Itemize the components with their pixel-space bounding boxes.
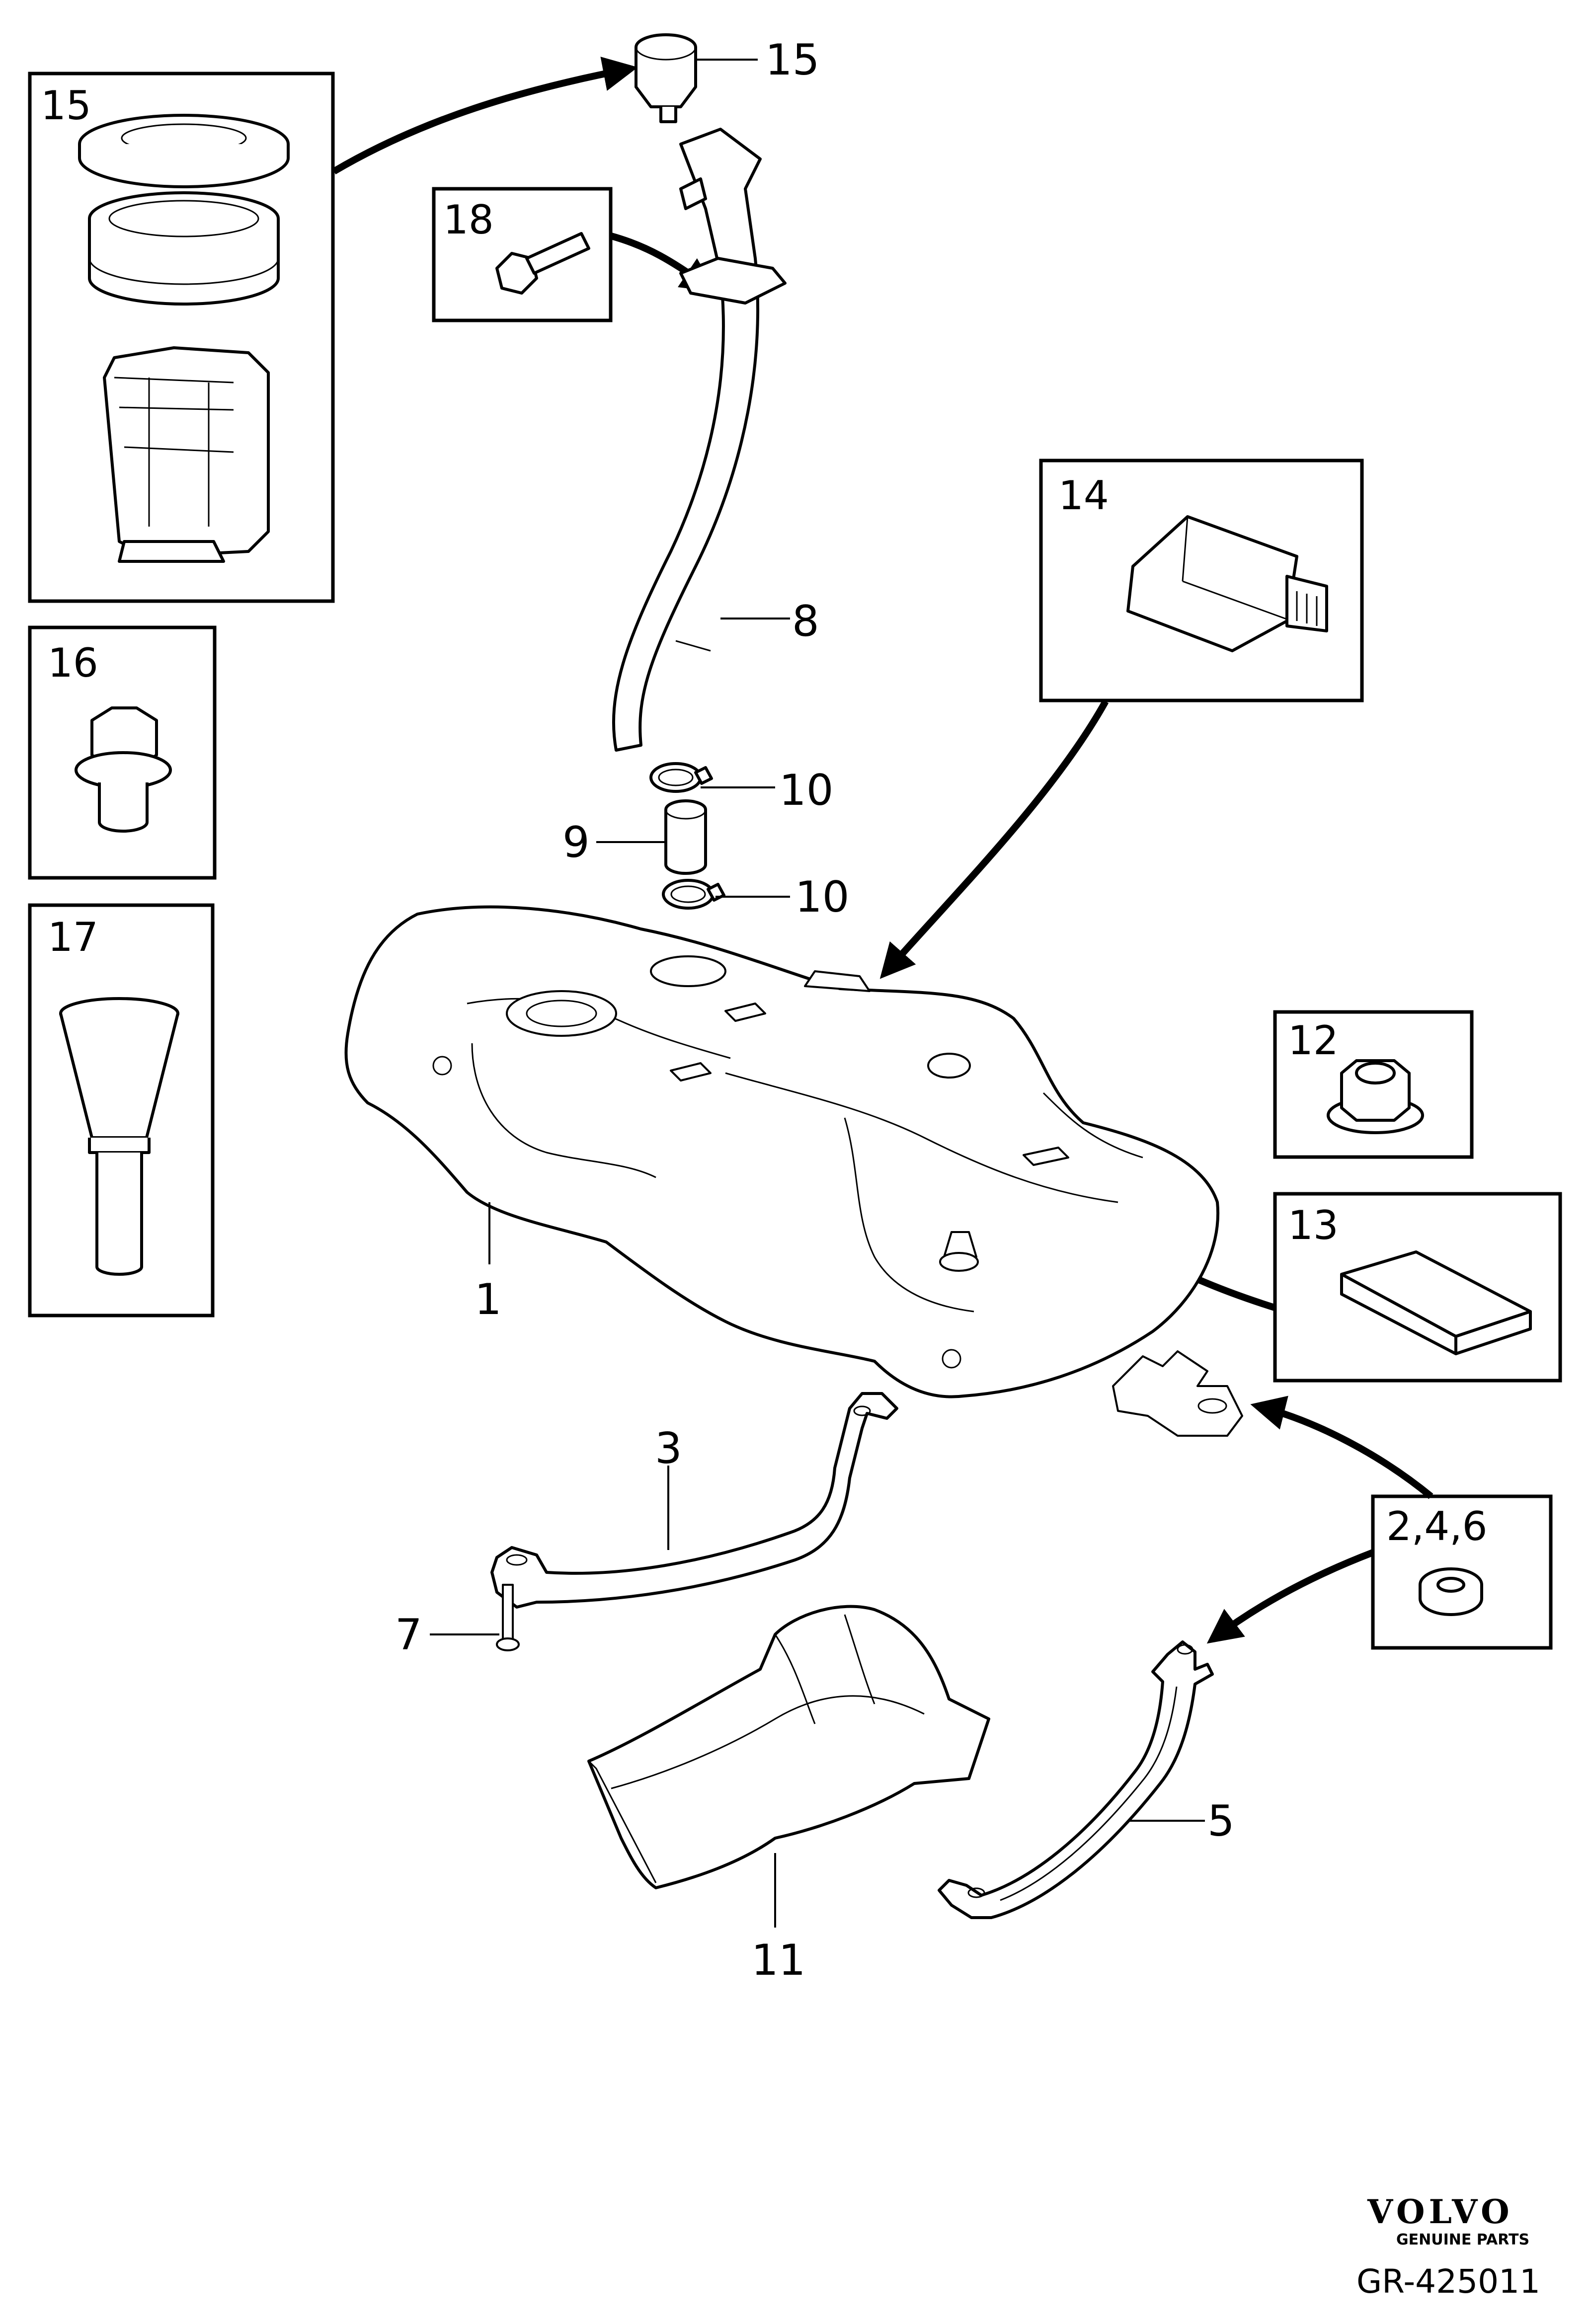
inset-box-14[interactable]: 14 [1039, 459, 1364, 702]
mounting-bolt [496, 1584, 520, 1651]
callout-1: 1 [475, 1275, 502, 1324]
brand-name: VOLVO [1367, 2192, 1513, 2231]
pump-seal-ring [88, 191, 280, 306]
flange-nut-icon [1327, 1059, 1424, 1134]
tank-strap-front [490, 1392, 898, 1609]
fuel-pump-module [103, 346, 270, 563]
inset-label-15: 15 [41, 82, 91, 129]
callout-10-lower: 10 [795, 872, 849, 922]
inset-box-18[interactable]: 18 [432, 187, 613, 322]
inset-box-12[interactable]: 12 [1273, 1010, 1474, 1159]
inset-box-16[interactable]: 16 [28, 625, 217, 880]
inset-label-18: 18 [443, 197, 494, 243]
hose-clamp-upper [649, 762, 713, 793]
callout-3: 3 [655, 1424, 682, 1473]
arrow-inset-15 [332, 57, 638, 175]
heat-shield [587, 1605, 990, 1889]
callout-5: 5 [1207, 1796, 1235, 1846]
inset-label-17: 17 [48, 914, 98, 960]
callout-9: 9 [562, 818, 590, 867]
arrow-inset-2-4-6 [1250, 1395, 1433, 1499]
callout-7: 7 [395, 1610, 422, 1660]
funnel-icon [59, 997, 179, 1276]
fuel-tank [344, 905, 1243, 1437]
inset-label-14: 14 [1058, 472, 1109, 519]
callout-10-upper: 10 [779, 766, 833, 815]
inset-label-16: 16 [48, 640, 98, 686]
callout-11: 11 [751, 1936, 805, 1985]
hose-clamp-lower [662, 879, 725, 910]
inset-label-2-4-6: 2,4,6 [1386, 1503, 1488, 1549]
tank-strap-rear [938, 1640, 1214, 1919]
inset-label-12: 12 [1288, 1017, 1339, 1064]
brand-subtitle: GENUINE PARTS [1396, 2231, 1529, 2248]
arrow-inset-2-4-6-strap [1206, 1549, 1374, 1644]
screw-icon [495, 232, 590, 295]
filler-pipe [612, 128, 787, 752]
volvo-genuine-parts-logo: VOLVO GENUINE PARTS [1367, 2192, 1529, 2248]
pressure-sensor-icon [1126, 515, 1328, 652]
inset-box-13[interactable]: 13 [1273, 1192, 1562, 1383]
foam-pad-icon [1340, 1250, 1532, 1355]
washer-icon [1419, 1567, 1483, 1616]
pump-lock-ring [78, 114, 290, 188]
flange-bolt-icon [75, 706, 172, 833]
callout-8: 8 [792, 597, 819, 646]
diagram-reference: GR-425011 [1356, 2262, 1540, 2301]
callout-15: 15 [765, 35, 819, 85]
filler-cap [635, 33, 697, 123]
inset-box-2-4-6[interactable]: 2,4,6 [1371, 1494, 1553, 1650]
connecting-hose [664, 799, 707, 875]
inset-box-17[interactable]: 17 [28, 903, 215, 1317]
arrow-inset-14 [879, 699, 1109, 979]
inset-label-13: 13 [1288, 1202, 1339, 1248]
inset-box-15[interactable]: 15 [28, 72, 335, 603]
